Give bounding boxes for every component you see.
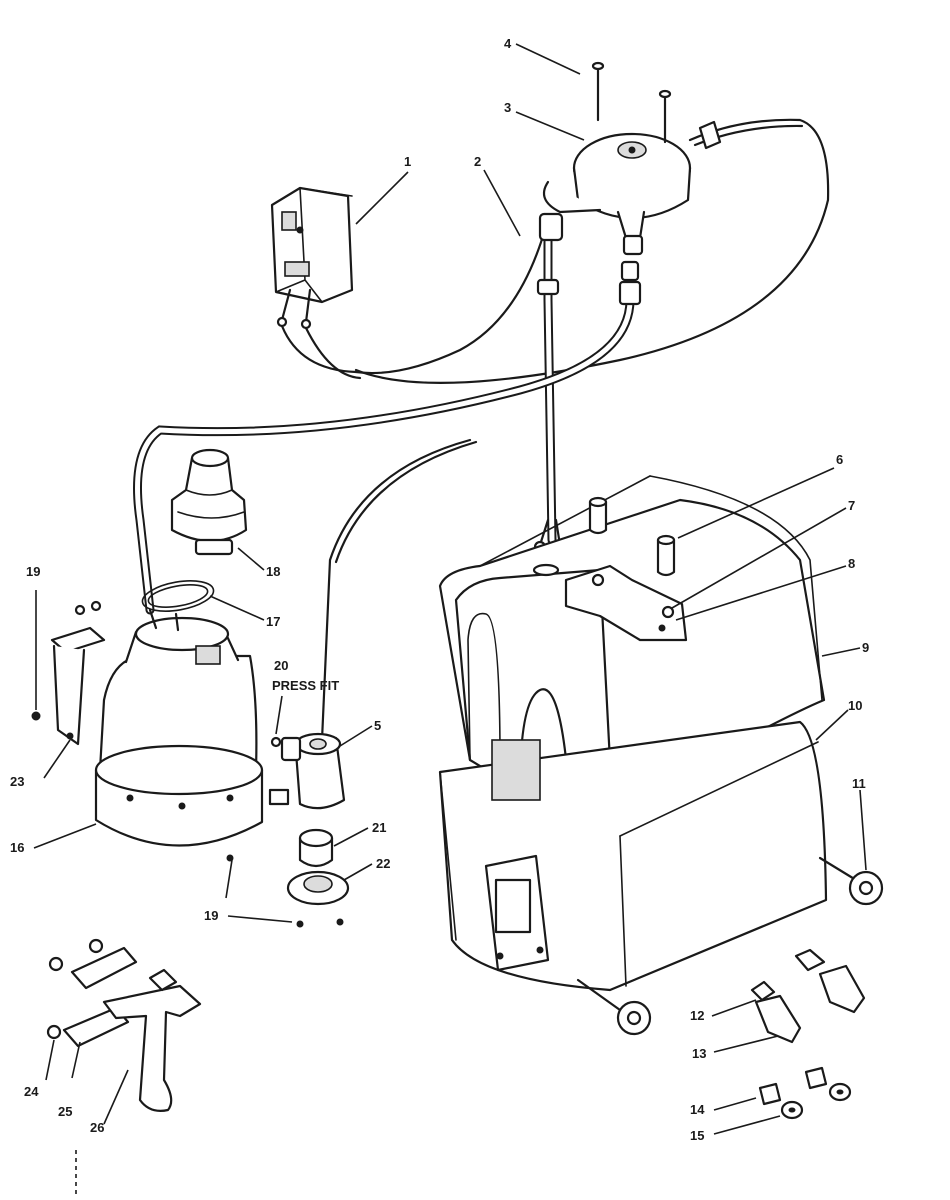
callout-1: 1: [404, 154, 411, 169]
callout-7: 7: [848, 498, 855, 513]
callout-24: 24: [24, 1084, 39, 1099]
callout-23: 23: [10, 774, 24, 789]
part-12-13-clamps: [750, 948, 866, 1044]
part-10-lower-base: [438, 720, 828, 992]
callout-19-top: 19: [26, 564, 40, 579]
part-1-transformer: [270, 186, 354, 330]
callout-22: 22: [376, 856, 390, 871]
part-22-base-plate: [226, 854, 350, 928]
part-14-15-nuts-washers: [758, 1066, 852, 1120]
callout-9: 9: [862, 640, 869, 655]
callout-15: 15: [690, 1128, 704, 1143]
part-2-cable: [533, 212, 567, 554]
callout-26: 26: [90, 1120, 104, 1135]
part-5-valve: [268, 732, 346, 810]
part-11-casters: [576, 856, 884, 1036]
callout-17: 17: [266, 614, 280, 629]
callout-25: 25: [58, 1104, 72, 1119]
part-17-gasket: [141, 580, 215, 612]
callout-21: 21: [372, 820, 386, 835]
part-23-bracket: [31, 590, 106, 746]
callout-3: 3: [504, 100, 511, 115]
callout-14: 14: [690, 1102, 705, 1117]
callout-18: 18: [266, 564, 280, 579]
callout-11: 11: [852, 776, 866, 791]
callout-5: 5: [374, 718, 381, 733]
callout-labels: 1 2 3 4 5 6 7 8 9 10 11 12 13 14 15 16 1…: [10, 36, 869, 1143]
part-24-25-26-brackets: [46, 938, 202, 1112]
callout-19-bottom: 19: [204, 908, 218, 923]
part-3-motor-head: [542, 132, 692, 256]
hoses: [133, 260, 642, 742]
callout-leaders: [33, 43, 867, 1135]
part-4-screws: [591, 61, 672, 144]
callout-20: 20: [274, 658, 288, 673]
callout-6: 6: [836, 452, 843, 467]
part-16-pump-housing: [94, 608, 264, 847]
callout-2: 2: [474, 154, 481, 169]
callout-10: 10: [848, 698, 862, 713]
part-21-plug: [298, 828, 334, 868]
callout-13: 13: [692, 1046, 706, 1061]
callout-16: 16: [10, 840, 24, 855]
power-cords: [280, 118, 830, 384]
callout-12: 12: [690, 1008, 704, 1023]
callout-8: 8: [848, 556, 855, 571]
callout-4: 4: [504, 36, 512, 51]
part-18-bellows: [170, 448, 248, 556]
press-fit-note: PRESS FIT: [272, 678, 339, 693]
